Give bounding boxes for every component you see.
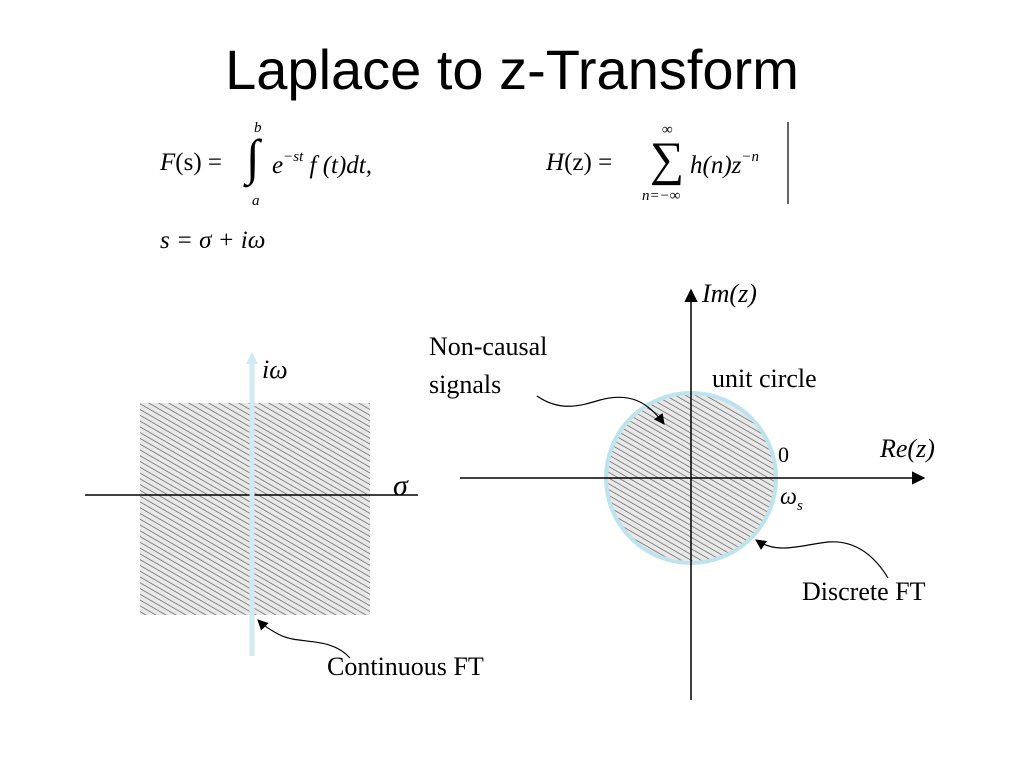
sum-upper-limit: ∞ [662, 122, 673, 138]
integral-sign: ∫ [246, 129, 260, 185]
unit-circle-label: unit circle [712, 364, 817, 393]
zero-label: 0 [778, 442, 789, 467]
noncausal-pointer [536, 395, 665, 425]
integral-lower-limit: a [252, 193, 260, 209]
sum-sign: ∑ [650, 133, 685, 186]
laplace-kernel: e−st f (t)dt, [272, 149, 372, 179]
re-z-label: Re(z) [880, 434, 935, 463]
im-z-label: Im(z) [702, 279, 757, 308]
discrete-ft-pointer [755, 539, 889, 579]
ztransform-lhs: H(z) = [546, 149, 613, 176]
iomega-label: iω [262, 355, 288, 384]
page-title: Laplace to z-Transform [225, 38, 799, 101]
s-definition: s = σ + iω [160, 227, 266, 254]
iomega-axis-arrowhead [246, 352, 258, 364]
discrete-ft-label: Discrete FT [802, 577, 926, 606]
continuous-ft-pointer [257, 619, 351, 659]
continuous-ft-label: Continuous FT [327, 652, 484, 681]
sum-lower-limit: n=−∞ [642, 188, 681, 204]
omega-s-label: ωs [780, 484, 803, 514]
noncausal-label-line2: signals [429, 370, 502, 399]
integral-upper-limit: b [254, 120, 262, 136]
laplace-lhs: F(s) = [160, 149, 223, 176]
s-plane-region [140, 403, 370, 615]
sigma-label: σ [393, 469, 408, 502]
ztransform-summand: h(n)z−n [690, 149, 760, 179]
noncausal-label-line1: Non-causal [429, 332, 548, 361]
